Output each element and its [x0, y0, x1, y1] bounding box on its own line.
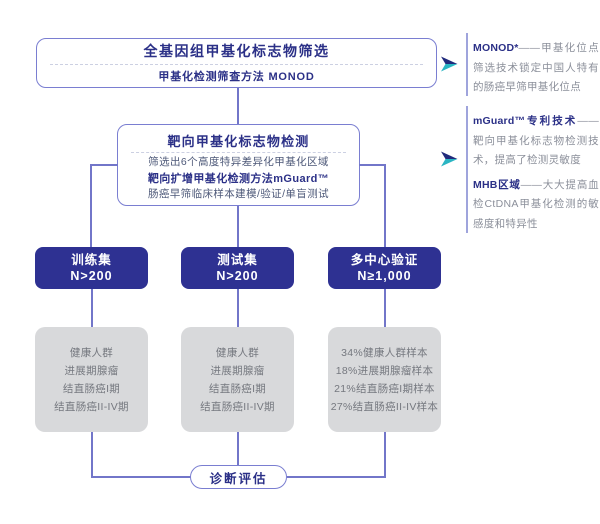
sample-line: 结直肠癌II-IV期 — [54, 400, 129, 413]
cohort-name: 测试集 — [217, 252, 258, 267]
sample-line: 结直肠癌I期 — [208, 382, 267, 395]
cohort-box-training: 训练集 N>200 — [35, 247, 148, 289]
sample-line: 27%结直肠癌II-IV样本 — [330, 400, 439, 413]
cohort-n: N≥1,000 — [357, 269, 412, 283]
connector-middle-vertical — [237, 206, 239, 248]
annotation-monod-lead: MONOD* — [473, 42, 519, 54]
connector-bottom-right-horizontal — [287, 476, 386, 478]
connector-col2 — [237, 289, 239, 328]
connector-right-vertical — [384, 164, 386, 248]
annotation-mguard-lead: mGuard™专利技术 — [473, 115, 578, 127]
annotation-mguard-text: ——靶向甲基化标志物检测技术，提高了检测灵敏度 — [473, 115, 599, 166]
connector-right-horizontal — [359, 164, 385, 166]
annotation-mhb-lead: MHB区域 — [473, 178, 521, 191]
connector-col1 — [91, 289, 93, 328]
sample-line: 结直肠癌II-IV期 — [200, 400, 275, 413]
connector-bottom-left-horizontal — [91, 476, 191, 478]
cohort-box-multicenter: 多中心验证 N≥1,000 — [328, 247, 441, 289]
cohort-n: N>200 — [70, 269, 113, 283]
cohort-box-testing: 测试集 N>200 — [181, 247, 294, 289]
targeted-detection-box: 靶向甲基化标志物检测 筛选出6个高度特异差异化甲基化区域 靶向扩增甲基化检测方法… — [117, 124, 360, 206]
sample-line: 结直肠癌I期 — [62, 382, 121, 395]
flow-arrow-icon — [441, 151, 458, 167]
target-box-line1: 筛选出6个高度特异差异化甲基化区域 — [148, 156, 329, 169]
connector-col3 — [384, 289, 386, 328]
target-box-line3: 肠癌早筛临床样本建模/验证/单盲测试 — [147, 188, 330, 201]
top-box-subtitle: 甲基化检测筛查方法 MONOD — [158, 70, 315, 83]
annotation-rule-2 — [466, 106, 468, 233]
divider — [131, 151, 346, 153]
annotation-rule-1 — [466, 33, 468, 96]
whole-genome-screening-box: 全基因组甲基化标志物筛选 甲基化检测筛查方法 MONOD — [36, 38, 437, 88]
diagnostic-evaluation-pill: 诊断评估 — [190, 465, 287, 489]
connector-bottom-left-vertical — [91, 432, 93, 477]
target-box-line2: 靶向扩增甲基化检测方法mGuard™ — [147, 172, 330, 185]
divider — [50, 63, 423, 65]
target-box-title: 靶向甲基化标志物检测 — [167, 133, 310, 149]
connector-top-center — [237, 88, 239, 125]
sample-line: 健康人群 — [215, 346, 260, 359]
sample-box-testing: 健康人群 进展期腺瘤 结直肠癌I期 结直肠癌II-IV期 — [181, 327, 294, 432]
cohort-name: 多中心验证 — [350, 252, 419, 267]
annotation-monod-text: ——甲基化位点筛选技术锁定中国人特有的肠癌早筛甲基化位点 — [473, 42, 599, 93]
flow-arrow-icon — [441, 56, 458, 72]
top-box-title: 全基因组甲基化标志物筛选 — [143, 43, 330, 60]
annotation-mguard-mhb: mGuard™专利技术——靶向甲基化标志物检测技术，提高了检测灵敏度 MHB区域… — [473, 112, 599, 234]
sample-line: 进展期腺瘤 — [64, 364, 119, 377]
sample-line: 健康人群 — [69, 346, 114, 359]
connector-left-vertical — [90, 164, 92, 248]
result-label: 诊断评估 — [209, 471, 268, 486]
sample-box-multicenter: 34%健康人群样本 18%进展期腺瘤样本 21%结直肠癌I期样本 27%结直肠癌… — [328, 327, 441, 432]
connector-left-horizontal — [90, 164, 118, 166]
connector-bottom-middle — [237, 432, 239, 466]
annotation-mhb-text: ——大大提高血检CtDNA甲基化检测的敏感度和特异性 — [473, 178, 599, 230]
connector-bottom-right-vertical — [384, 432, 386, 477]
sample-line: 18%进展期腺瘤样本 — [335, 364, 434, 377]
sample-box-training: 健康人群 进展期腺瘤 结直肠癌I期 结直肠癌II-IV期 — [35, 327, 148, 432]
annotation-monod: MONOD*——甲基化位点筛选技术锁定中国人特有的肠癌早筛甲基化位点 — [473, 39, 599, 98]
sample-line: 34%健康人群样本 — [341, 346, 428, 359]
cohort-n: N>200 — [216, 269, 259, 283]
sample-line: 21%结直肠癌I期样本 — [334, 382, 435, 395]
cohort-name: 训练集 — [71, 252, 112, 267]
sample-line: 进展期腺瘤 — [210, 364, 265, 377]
